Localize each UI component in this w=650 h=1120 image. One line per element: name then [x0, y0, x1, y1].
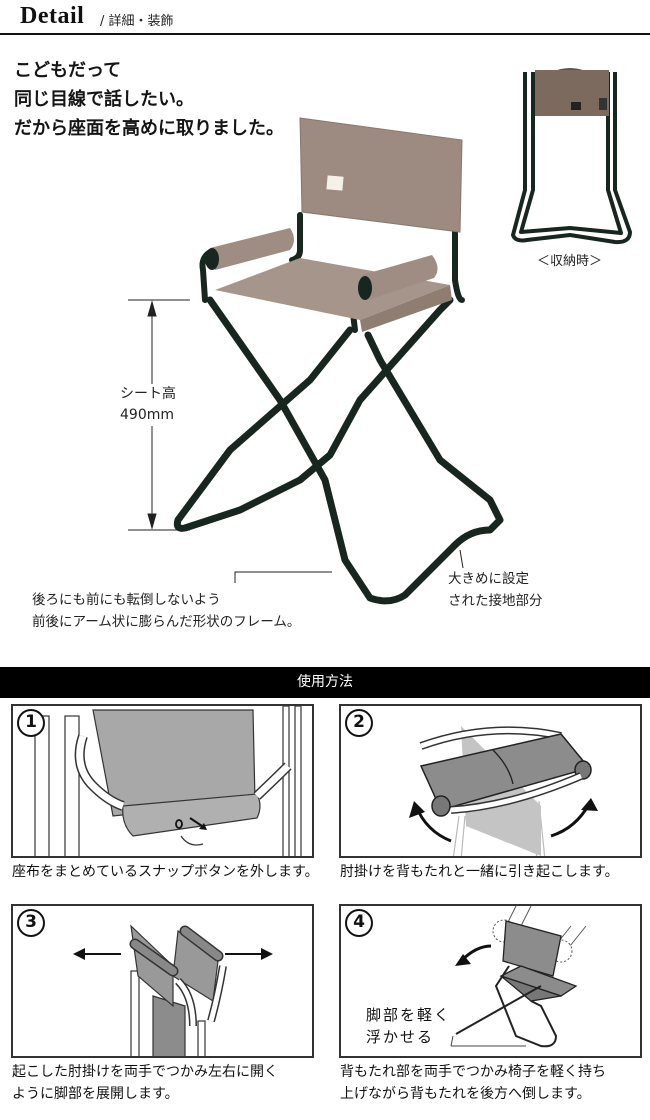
step-caption-line: 座布をまとめているスナップボタンを外します。	[12, 864, 319, 880]
step-4-illustration: 4 脚部を軽く 浮かせる	[339, 904, 642, 1058]
step-caption-line: 起こした肘掛けを両手でつかみ左右に開く	[12, 1064, 278, 1080]
chair-stored-image	[511, 68, 632, 245]
frame-callout-line: 後ろにも前にも転倒しないよう	[32, 592, 221, 608]
frame-callout: 後ろにも前にも転倒しないよう 前後にアーム状に膨らんだ形状のフレーム。	[32, 589, 300, 633]
feet-callout-line: 大きめに設定	[448, 571, 529, 587]
usage-section-header: 使用方法	[0, 667, 650, 698]
step-3-caption: 起こした肘掛けを両手でつかみ左右に開く ように脚部を展開します。	[12, 1061, 278, 1105]
seat-height-title: シート高	[120, 386, 176, 402]
feet-callout-line: された接地部分	[448, 593, 543, 609]
annotation-line: 浮かせる	[366, 1028, 435, 1046]
step-caption-line: 肘掛けを背もたれと一緒に引き起こします。	[340, 864, 619, 880]
lead-line: こどもだって	[14, 60, 122, 81]
step-2-illustration: 2	[339, 704, 642, 858]
step-number-badge: 2	[345, 709, 373, 737]
step-caption-line: 背もたれ部を両手でつかみ椅子を軽く持ち	[340, 1064, 606, 1080]
step-number-badge: 4	[345, 909, 373, 937]
step-1-caption: 座布をまとめているスナップボタンを外します。	[12, 861, 319, 883]
page-subtitle: / 詳細・装飾	[100, 14, 174, 29]
feet-callout: 大きめに設定 された接地部分	[448, 568, 543, 612]
chair-main-image	[128, 117, 504, 605]
lead-line: 同じ目線で話したい。	[14, 89, 194, 110]
step-2-caption: 肘掛けを背もたれと一緒に引き起こします。	[340, 861, 619, 883]
stored-caption: ＜収納時＞	[537, 254, 603, 269]
step-1-illustration: 1	[11, 704, 314, 858]
annotation-line: 脚部を軽く	[366, 1006, 452, 1024]
step-number-badge: 1	[17, 709, 45, 737]
header-divider	[0, 33, 650, 35]
seat-height-value: 490mm	[120, 407, 174, 423]
usage-section-title: 使用方法	[297, 674, 353, 690]
step-caption-line: ように脚部を展開します。	[12, 1086, 179, 1102]
lead-line: だから座面を高めに取りました。	[14, 118, 284, 139]
step-caption-line: 上げながら背もたれを後方へ倒します。	[340, 1086, 591, 1102]
callout-lines	[234, 549, 464, 583]
step-4-annotation: 脚部を軽く 浮かせる	[366, 1004, 451, 1048]
seat-height-label: シート高 490mm	[120, 384, 176, 426]
step-number-badge: 3	[17, 909, 45, 937]
frame-callout-line: 前後にアーム状に膨らんだ形状のフレーム。	[32, 614, 301, 630]
page-title: Detail	[20, 3, 85, 29]
step-3-illustration: 3	[11, 904, 314, 1058]
step-4-caption: 背もたれ部を両手でつかみ椅子を軽く持ち 上げながら背もたれを後方へ倒します。	[340, 1061, 606, 1105]
lead-copy: こどもだって 同じ目線で話したい。 だから座面を高めに取りました。	[14, 56, 284, 143]
